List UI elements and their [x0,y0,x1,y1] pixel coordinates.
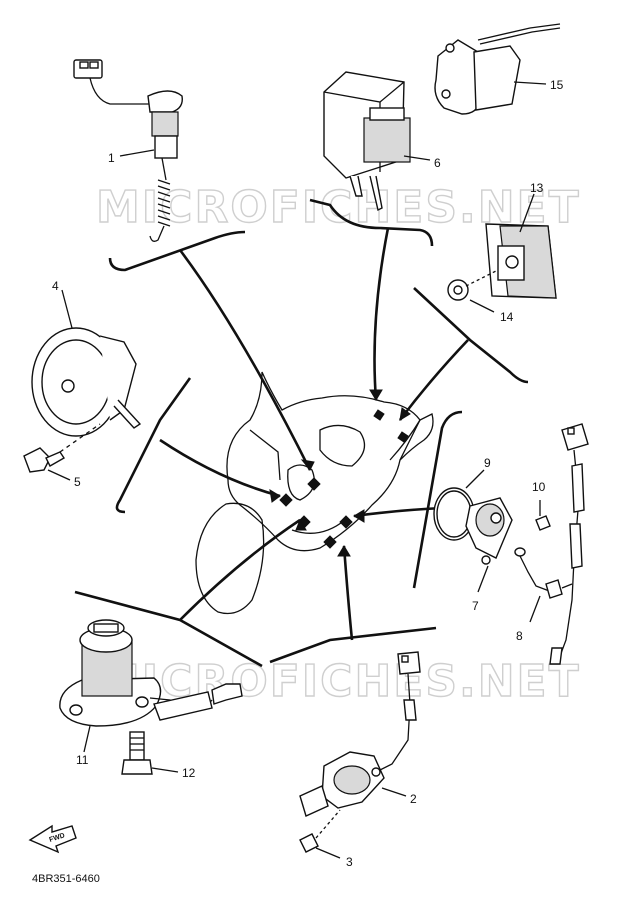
callout-7: 7 [472,599,479,613]
part-6-relay [323,71,431,212]
part-8-lead-wire [514,423,589,665]
bracket-item-13 [413,287,529,384]
part-2-switch [299,651,421,817]
bracket-item-9 [412,410,463,589]
part-11-switch [59,619,243,753]
part-15-switch [434,23,561,115]
callout-3: 3 [346,855,353,869]
bracket-item-1 [108,230,246,272]
motorcycle-outline [195,371,434,615]
callout-6: 6 [434,156,441,170]
bracket-item-2 [269,626,437,664]
callout-2: 2 [410,792,417,806]
bracket-item-4 [115,377,192,514]
forward-direction-arrow: FWD [28,824,77,854]
callout-12: 12 [182,766,196,780]
part-4-horn [31,289,142,437]
leader-arrows [159,227,469,641]
part-14-nut [447,269,499,313]
part-9-o-ring [433,469,485,541]
callout-13: 13 [530,181,544,195]
fwd-label: FWD [48,832,65,844]
part-12-bolt [121,731,179,775]
part-13-plate [485,193,557,299]
callout-1: 1 [108,151,115,165]
callout-5: 5 [74,475,81,489]
drawing-code: 4BR351-6460 [32,873,100,885]
part-5-bolt [23,423,101,481]
callout-14: 14 [500,310,514,324]
part-1-sensor [73,59,183,242]
callout-labels: 1 2 3 4 5 6 7 8 9 10 11 12 13 14 15 [52,78,564,869]
callout-15: 15 [550,78,564,92]
location-marks [279,409,409,549]
callout-11: 11 [76,753,89,767]
bracket-item-6 [309,198,434,247]
watermark-top: MICROFICHES.NET [96,182,581,233]
callout-4: 4 [52,279,59,293]
callout-10: 10 [532,480,546,494]
group-brackets [74,198,529,668]
part-7-sensor [465,497,513,593]
part-10-screw [535,500,551,531]
callout-9: 9 [484,456,491,470]
part-3-screw [299,809,341,859]
callout-8: 8 [516,629,523,643]
